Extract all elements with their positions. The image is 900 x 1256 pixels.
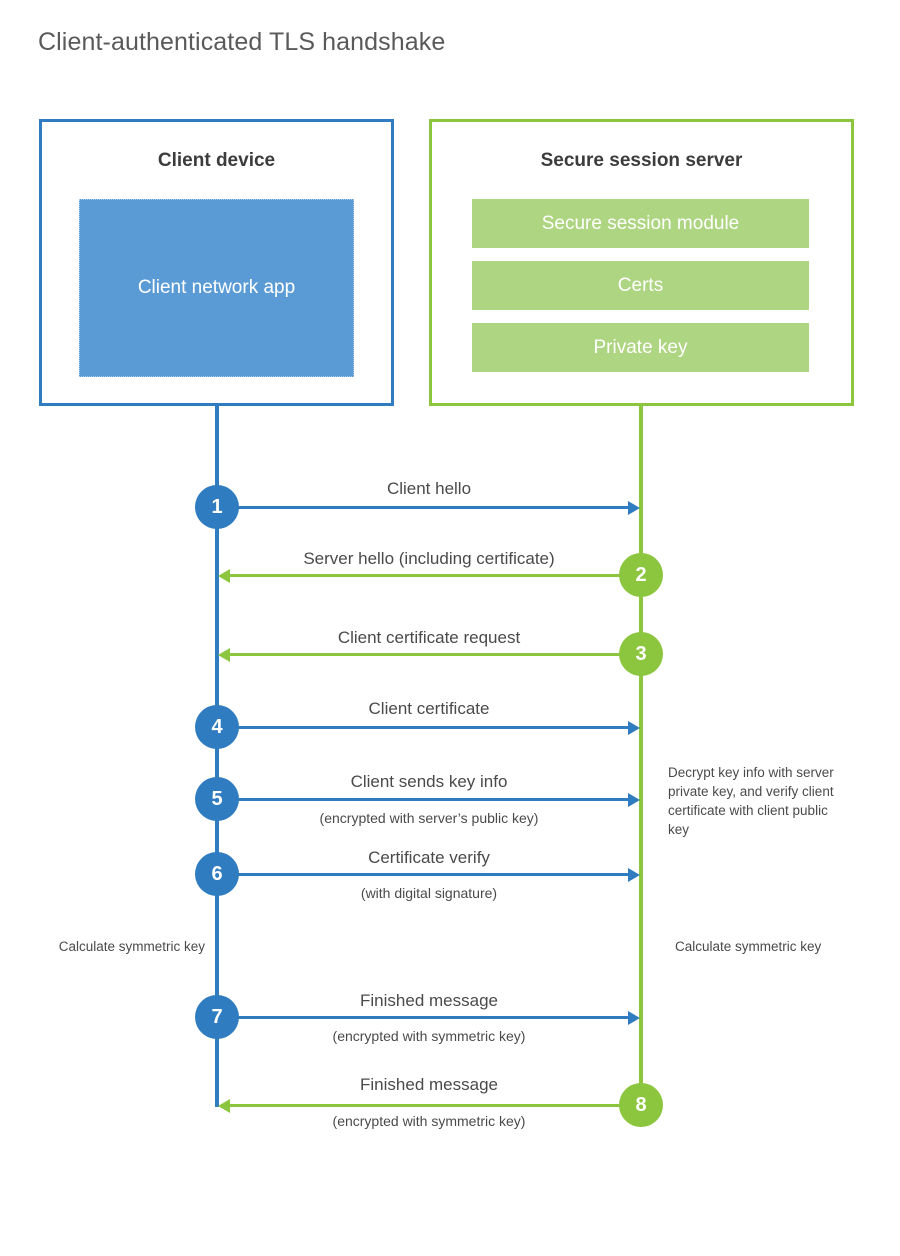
step-5-arrow	[217, 792, 640, 807]
server-component-certs: Certs	[472, 261, 809, 310]
client-device-title: Client device	[157, 150, 276, 171]
arrowhead-left-icon	[218, 1098, 230, 1113]
step-3-badge: 3	[619, 632, 663, 676]
step-8-badge: 8	[619, 1083, 663, 1127]
step-6-badge: 6	[195, 852, 239, 896]
step-7-sublabel: (encrypted with symmetric key)	[332, 1028, 526, 1044]
server-lifeline	[639, 406, 643, 1107]
arrowhead-left-icon	[218, 568, 230, 583]
step-4-badge: 4	[195, 705, 239, 749]
step-7-badge: 7	[195, 995, 239, 1039]
secure-session-server-title: Secure session server	[540, 150, 743, 171]
step-2-arrow	[218, 568, 641, 583]
client-lifeline	[215, 406, 219, 1107]
arrowhead-left-icon	[218, 647, 230, 662]
arrowhead-right-icon	[628, 720, 640, 735]
step-8-sublabel: (encrypted with symmetric key)	[332, 1113, 526, 1129]
client-device-panel: Client device Client network app	[39, 119, 394, 406]
step-8-label: Finished message	[360, 1075, 498, 1094]
step-5-label: Client sends key info	[350, 772, 508, 791]
step-5-badge: 5	[195, 777, 239, 821]
server-calculate-symmetric-key-note: Calculate symmetric key	[675, 939, 822, 954]
step-4-label: Client certificate	[368, 699, 490, 718]
step-5-sublabel: (encrypted with server’s public key)	[319, 810, 539, 826]
step-3-label: Client certificate request	[337, 628, 521, 647]
server-component-secure-session-module: Secure session module	[472, 199, 809, 248]
arrowhead-right-icon	[628, 867, 640, 882]
step-6-sublabel: (with digital signature)	[360, 885, 498, 901]
step-6-label: Certificate verify	[368, 848, 490, 867]
step-8-arrow	[218, 1098, 641, 1113]
step-6-arrow	[217, 867, 640, 882]
arrowhead-right-icon	[628, 500, 640, 515]
arrowhead-right-icon	[628, 1010, 640, 1025]
server-decrypt-note: Decrypt key info with server private key…	[668, 765, 834, 838]
client-calculate-symmetric-key-note: Calculate symmetric key	[58, 939, 205, 954]
step-3-arrow	[218, 647, 641, 662]
client-network-app-box: Client network app	[79, 199, 354, 377]
step-2-label: Server hello (including certificate)	[303, 549, 555, 568]
step-4-arrow	[217, 720, 640, 735]
step-7-label: Finished message	[360, 991, 498, 1010]
step-7-arrow	[217, 1010, 640, 1025]
step-2-badge: 2	[619, 553, 663, 597]
step-1-arrow	[217, 500, 640, 515]
server-component-private-key: Private key	[472, 323, 809, 372]
arrowhead-right-icon	[628, 792, 640, 807]
page-title: Client-authenticated TLS handshake	[38, 28, 446, 56]
secure-session-server-panel: Secure session server Secure session mod…	[429, 119, 854, 406]
step-1-label: Client hello	[386, 479, 472, 498]
step-1-badge: 1	[195, 485, 239, 529]
